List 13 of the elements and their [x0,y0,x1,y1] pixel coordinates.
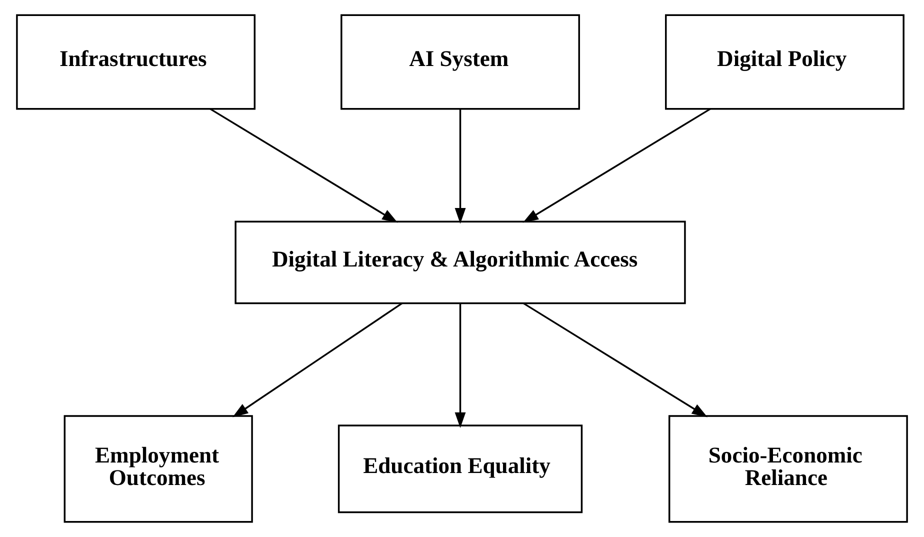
arrow [454,108,466,224]
arrow [523,302,708,418]
node-box: Digital Literacy & Algorithmic Access [234,220,686,304]
node-box: Education Equality [338,424,583,514]
arrow [522,108,711,223]
arrow [232,302,403,418]
node-box: Digital Policy [665,14,904,110]
node-box: Infrastructures [16,14,256,110]
node-box: AI System [340,14,580,110]
arrow [454,303,466,428]
node-box: Socio-Economic Reliance [668,415,908,523]
arrow [210,108,398,223]
node-box: Employment Outcomes [64,415,253,523]
